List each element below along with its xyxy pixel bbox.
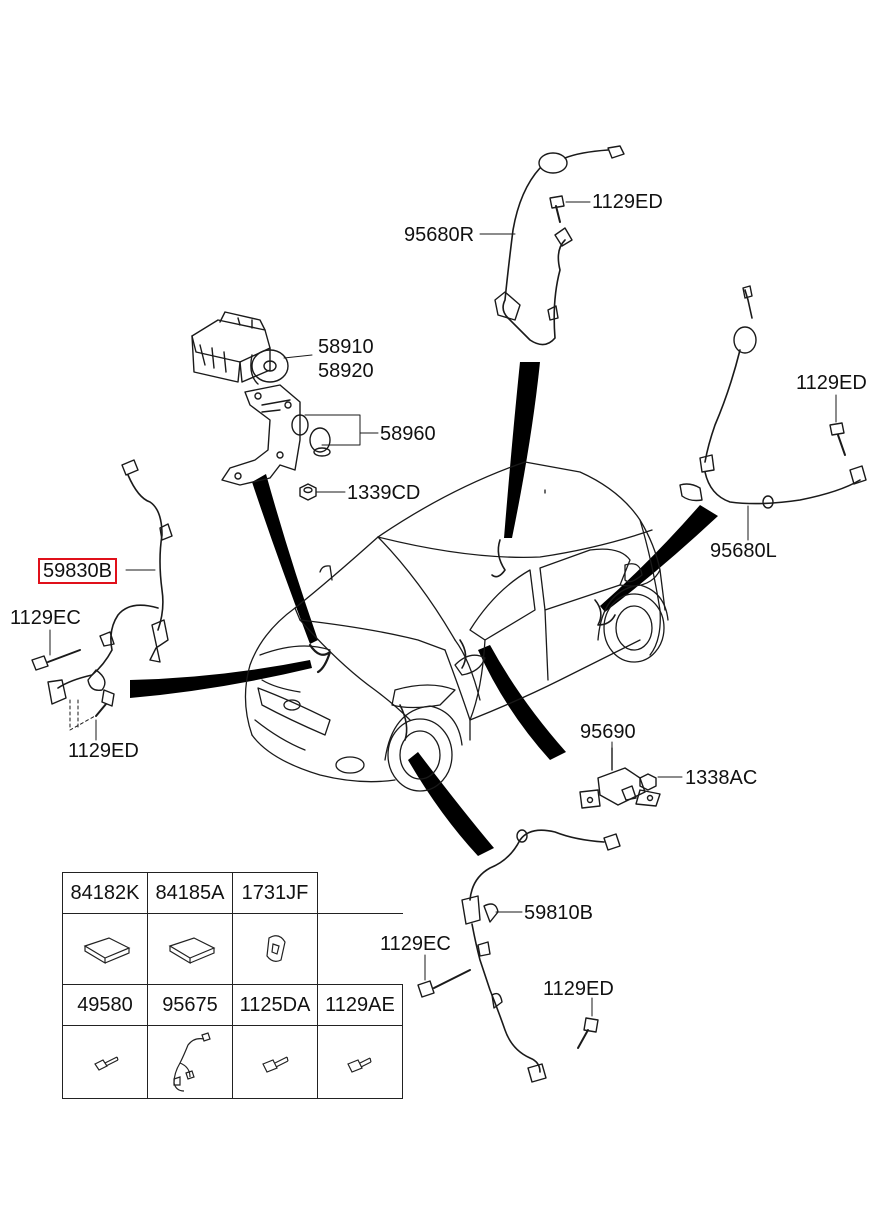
sensor-95680l [679, 285, 867, 509]
callout-1129ec-fr: 1129EC [380, 933, 451, 955]
table-cell-95675: 95675 [147, 984, 233, 1026]
callout-1338ac: 1338AC [685, 767, 758, 789]
callout-1339cd: 1339CD [347, 482, 421, 504]
table-row: 84182K 84185A 1731JF [62, 872, 403, 914]
callout-95680l: 95680L [710, 540, 777, 562]
pad-icon [168, 937, 216, 965]
pad-icon [83, 937, 131, 965]
callout-1129ec-fl: 1129EC [10, 607, 81, 629]
bolt-icon [262, 1056, 289, 1073]
parts-table: 84182K 84185A 1731JF [62, 872, 403, 1099]
table-cell-1125da: 1125DA [232, 984, 318, 1026]
hecu-unit [191, 311, 289, 385]
callout-59830b-highlighted[interactable]: 59830B [38, 558, 117, 584]
table-row [62, 1025, 403, 1099]
bolt-icon [94, 1056, 119, 1071]
bracket-58960 [221, 384, 331, 501]
bolt-icon [347, 1057, 372, 1073]
callout-59810b: 59810B [524, 902, 593, 924]
callout-58910: 58910 [318, 336, 374, 358]
table-row: 49580 95675 1125DA 1129AE [62, 984, 403, 1026]
clip-icon [266, 935, 286, 962]
callout-58960: 58960 [380, 423, 436, 445]
callout-lines [49, 201, 837, 1017]
leader-arrows [130, 362, 718, 856]
yaw-sensor-95690 [579, 747, 661, 809]
table-cell-84182k: 84182K [62, 872, 148, 914]
table-cell-empty [317, 872, 403, 914]
sensor-95680r [494, 145, 625, 346]
car-outline [244, 461, 669, 792]
callout-95680r: 95680R [404, 224, 475, 246]
sensor-59810b [417, 829, 621, 1083]
table-cell-84185a: 84185A [147, 872, 233, 914]
callout-95690: 95690 [580, 721, 636, 743]
harness-icon [173, 1032, 211, 1092]
callout-1129ed-rr: 1129ED [592, 191, 663, 213]
table-row [62, 913, 403, 985]
sensor-59830b [31, 459, 173, 731]
callout-1129ed-fr: 1129ED [543, 978, 614, 1000]
callout-58920: 58920 [318, 360, 374, 382]
table-cell-1129ae: 1129AE [317, 984, 403, 1026]
callout-1129ed-fl: 1129ED [68, 740, 139, 762]
table-cell-1731jf: 1731JF [232, 872, 318, 914]
table-cell-49580: 49580 [62, 984, 148, 1026]
callout-1129ed-rl: 1129ED [796, 372, 867, 394]
